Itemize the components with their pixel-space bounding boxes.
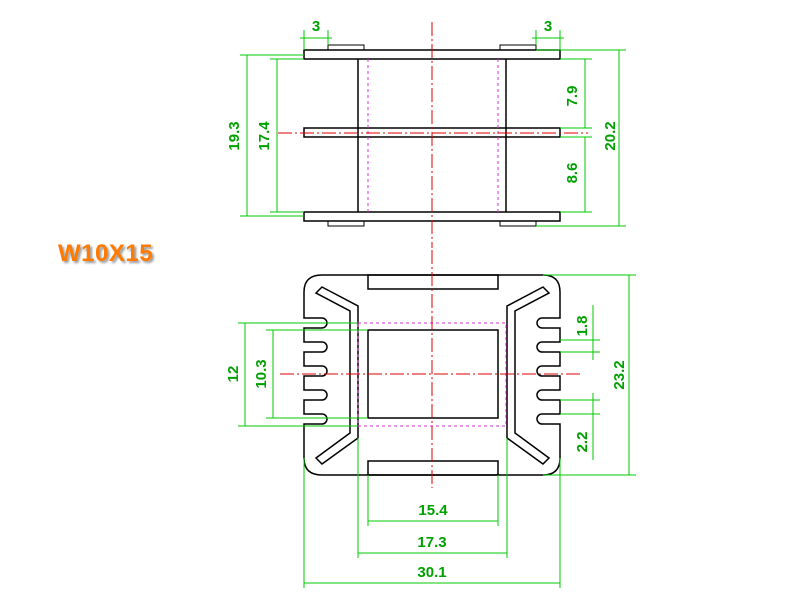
right-angled-slot	[506, 286, 551, 465]
top-left-tab	[327, 44, 365, 51]
dim-label: 8.6	[564, 163, 581, 184]
dim-front-23-2: 23.2	[543, 274, 636, 476]
dim-label: 17.3	[417, 534, 446, 551]
dim-label: 17.4	[256, 121, 273, 151]
dim-label: 7.9	[564, 86, 581, 107]
front-view: 12 10.3 1.8 2.2 23.2	[225, 250, 636, 588]
dim-label: 30.1	[417, 564, 446, 581]
dim-label: 12	[225, 366, 242, 383]
dim-label: 15.4	[418, 502, 448, 519]
model-title: W10X15	[58, 240, 154, 267]
front-top-tab	[367, 274, 499, 290]
dim-front-30-1: 30.1	[303, 458, 561, 588]
dim-front-12: 12	[225, 322, 358, 427]
dim-label: 23.2	[611, 360, 628, 389]
bottom-left-tab	[327, 220, 365, 227]
dim-label: 20.2	[602, 121, 619, 150]
dim-top-left-3: 3	[300, 18, 332, 50]
dim-front-17-3: 17.3	[357, 438, 508, 558]
dim-front-1-8: 1.8	[560, 305, 600, 360]
dim-label: 3	[544, 18, 552, 35]
dim-front-15-4: 15.4	[367, 475, 499, 526]
dim-label: 3	[312, 18, 320, 35]
front-bottom-tab	[367, 460, 499, 476]
top-right-tab	[499, 44, 537, 51]
left-angled-slot	[314, 286, 359, 465]
dim-front-2-2: 2.2	[560, 393, 600, 460]
dim-top-19-3: 19.3	[226, 54, 304, 217]
dim-front-10-3: 10.3	[253, 329, 368, 419]
dim-top-20-2: 20.2	[536, 49, 626, 227]
bottom-right-tab	[499, 220, 537, 227]
dim-label: 10.3	[253, 359, 270, 388]
dim-top-right-3: 3	[532, 18, 564, 50]
top-view: 3 3 19.3 17.4 7.9	[226, 18, 626, 248]
dim-top-7-9: 7.9	[560, 58, 592, 129]
dim-label: 2.2	[574, 432, 591, 453]
dim-label: 1.8	[574, 316, 591, 337]
dim-label: 19.3	[226, 121, 243, 150]
dim-top-17-4: 17.4	[256, 58, 304, 213]
dim-top-8-6: 8.6	[560, 136, 592, 213]
